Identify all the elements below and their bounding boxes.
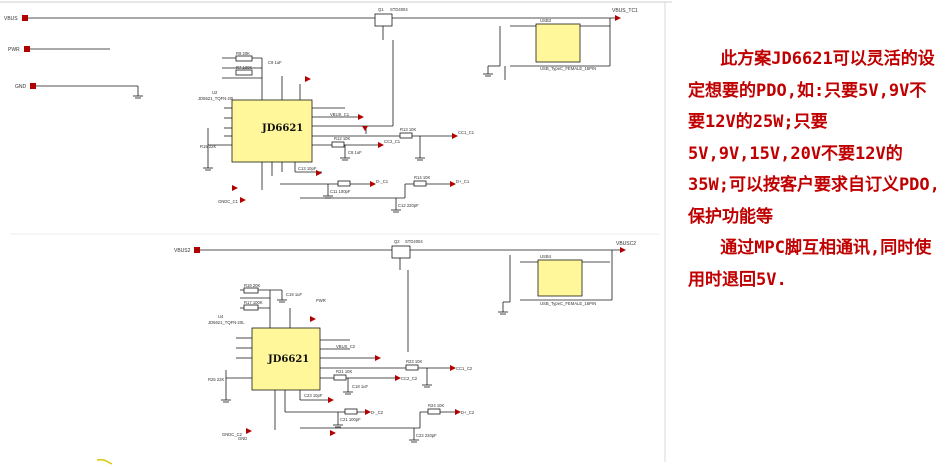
top-part-label: R13 10K	[400, 127, 417, 132]
top-part-label: R7 100K	[236, 65, 253, 70]
notes-paragraph-mpc: 通过MPC脚互相通讯,同时使用时退回5V.	[688, 238, 932, 290]
bottom-part-label: C18 1uF	[352, 384, 369, 389]
top-chip-name: JD6621	[261, 123, 303, 134]
bottom-mosfet-ref: Q2	[394, 239, 400, 244]
top-net-vbus-sense: VBUS_C1	[330, 112, 350, 117]
top-part-label: C13 10pF	[298, 166, 317, 171]
top-part-label: R12 10K	[334, 136, 351, 141]
bottom-part-label: R19 20K	[244, 283, 261, 288]
top-connector-ref: USB3	[540, 18, 552, 23]
bottom-part-label: R24 10K	[428, 403, 445, 408]
bottom-part-label: R25 22K	[208, 377, 225, 382]
bottom-part-labels: R19 20K R17 100K C19 1uF R21 10K C18 1uF…	[208, 283, 445, 438]
bottom-connector-ref: USB4	[540, 254, 552, 259]
description-notes: 此方案JD6621可以灵活的设定想要的PDO,如:只要5V,9V不要12V的25…	[688, 44, 943, 296]
top-net-vbus-out: VBUS_TC1	[612, 8, 638, 14]
bottom-circuit	[200, 245, 620, 440]
bottom-net-vbus-sense: VBUS_C2	[336, 344, 356, 349]
bottom-net-vbus: VBUS2	[174, 248, 191, 254]
bottom-part-label: R21 10K	[336, 369, 353, 374]
top-part-label: C8 1uF	[348, 150, 362, 155]
top-ground-symbols	[133, 73, 493, 213]
bottom-net-gndc: GNDC_C2	[222, 432, 243, 437]
corner-mark-icon	[96, 459, 113, 465]
top-part-label: R14 10K	[414, 175, 431, 180]
top-net-gnd: GND	[15, 84, 27, 90]
top-part-label: C9 1uF	[268, 60, 282, 65]
top-chip-part: JD6621_TQFN-20L	[198, 96, 235, 101]
top-mosfet-part: STD4004	[390, 7, 408, 12]
bottom-part-label: C21 100pF	[340, 417, 361, 422]
top-circuit	[28, 13, 615, 210]
top-net-cc1: CC1_C1	[458, 130, 475, 135]
top-net-dp: D+_C1	[456, 179, 470, 184]
top-part-label: C12 220pF	[398, 203, 419, 208]
top-net-flags	[22, 15, 621, 203]
top-part-label: R9 20K	[236, 51, 250, 56]
top-part-label: C11 100pF	[330, 189, 351, 194]
bottom-part-label: C19 1uF	[286, 292, 303, 297]
top-chip-ref: U2	[212, 90, 218, 95]
bottom-part-label: R23 10K	[406, 359, 423, 364]
bottom-net-cc2: CC2_C2	[401, 376, 418, 381]
circuit-schematic: VBUS PWR GND VBUS_TC1 Q1 STD4004 JD6621 …	[0, 1, 672, 462]
bottom-net-flags	[194, 247, 626, 436]
bottom-net-dn: D-_C2	[371, 410, 384, 415]
bottom-mosfet-part: STD4004	[405, 239, 423, 244]
bottom-net-pwr: PWR	[316, 298, 326, 303]
bottom-chip-ref: U4	[218, 314, 224, 319]
bottom-net-vbus-out: VBUSC2	[616, 241, 636, 247]
bottom-chip-part: JD6621_TQFN-20L	[208, 320, 245, 325]
top-mosfet-ref: Q1	[378, 7, 384, 12]
top-net-pwr: PWR	[8, 47, 20, 53]
top-net-cc2: CC2_C1	[384, 139, 401, 144]
bottom-net-gnd: GND	[238, 436, 247, 441]
bottom-part-label: C23 10pF	[304, 393, 323, 398]
top-net-dn: D-_C1	[376, 179, 389, 184]
bottom-chip-name: JD6621	[267, 354, 309, 365]
top-net-gndc: GNDC_C1	[218, 199, 239, 204]
top-part-label: R15 22K	[200, 144, 217, 149]
top-net-vbus: VBUS	[4, 16, 18, 22]
bottom-net-dp: D+_C2	[461, 410, 475, 415]
notes-paragraph-pdo: 此方案JD6621可以灵活的设定想要的PDO,如:只要5V,9V不要12V的25…	[688, 49, 940, 227]
bottom-net-cc1: CC1_C2	[456, 366, 473, 371]
top-connector-part: USB_TypeC_FEMALE_16PIN	[540, 66, 596, 71]
bottom-part-label: R17 100K	[244, 300, 263, 305]
bottom-ground-symbols	[221, 299, 508, 443]
bottom-connector-part: USB_TypeC_FEMALE_16PIN	[540, 301, 596, 306]
bottom-part-label: C22 220pF	[416, 433, 437, 438]
top-part-labels: R9 20K R7 100K C9 1uF R12 10K C8 1uF C11…	[200, 51, 431, 208]
